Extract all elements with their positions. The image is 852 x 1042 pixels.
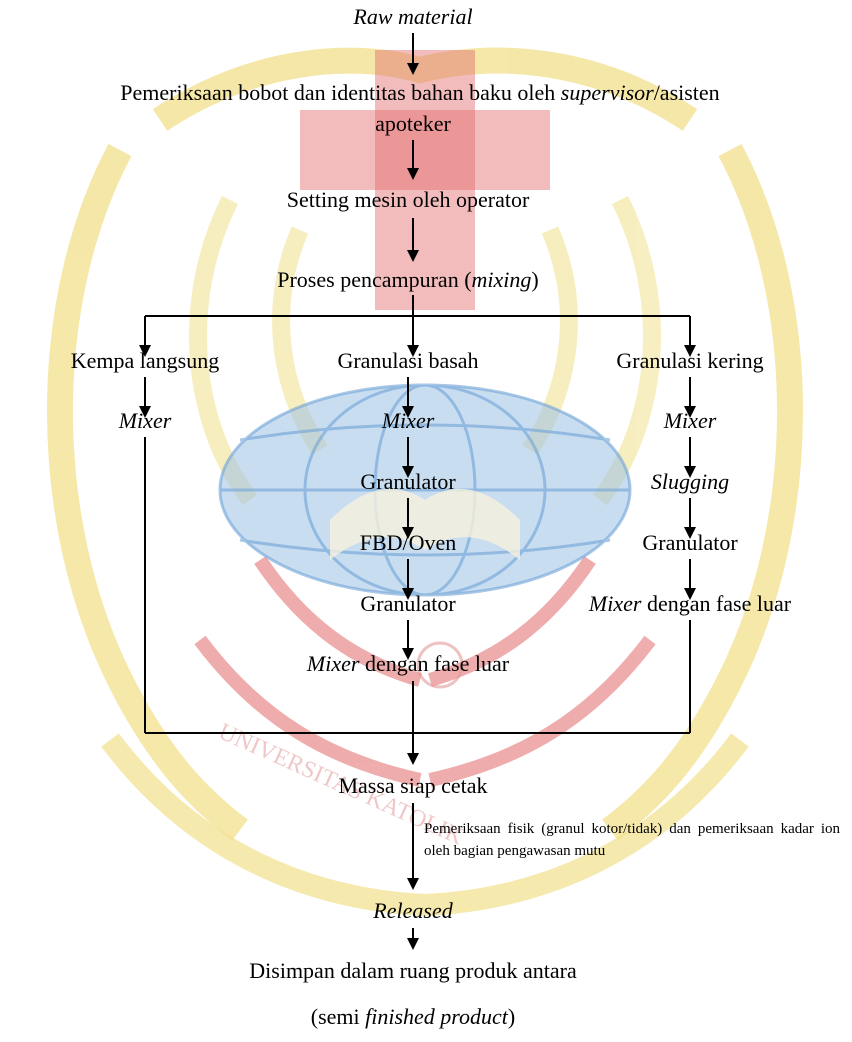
semi-open-text: (semi [310, 1004, 366, 1029]
storage-node: Disimpan dalam ruang produk antara [249, 958, 577, 983]
arrow-check-to-setting-head [407, 168, 419, 180]
arrow-ready-mass-to-released-head [407, 878, 419, 890]
ready-mass-node: Massa siap cetak [338, 773, 488, 798]
arrow-right-granulator-to-final-head [684, 588, 696, 600]
machine-setting-node: Setting mesin oleh operator [286, 187, 530, 212]
center-mixer-node: Mixer [381, 408, 435, 433]
check-text-prefix: Pemeriksaan bobot dan identitas bahan ba… [120, 80, 561, 105]
arrow-center-mixer-to-granulator-head [402, 466, 414, 478]
semi-finished-node: (semi finished product) [311, 1004, 516, 1030]
semi-close-text: ) [507, 1004, 516, 1029]
fbd-oven-node: FBD/Oven [359, 530, 457, 555]
slugging-node: Slugging [650, 469, 730, 494]
arrow-to-dry-granulation-head [684, 345, 696, 357]
mixing-text-prefix: Proses pencampuran ( [277, 267, 472, 292]
weight-identity-check-line2: apoteker [375, 111, 451, 136]
mixing-text-italic: mixing [471, 267, 532, 292]
arrow-slugging-to-granulator-head [684, 527, 696, 539]
weight-identity-check-node: Pemeriksaan bobot dan identitas bahan ba… [120, 80, 719, 106]
semi-italic-text: finished product [365, 1004, 508, 1029]
right-final-mixer-rest: dengan fase luar [641, 591, 792, 616]
seal-cross-vertical [375, 50, 475, 310]
seal-book [330, 488, 520, 560]
arrow-right-mixer-to-slugging-head [684, 466, 696, 478]
seal-globe-lines [218, 383, 632, 597]
arrow-center-to-mixer-head [402, 406, 414, 418]
arrow-merge-to-ready-mass-head [407, 753, 419, 765]
mixing-process-node: Proses pencampuran (mixing) [277, 267, 539, 293]
arrow-center-granulator-to-final-head [402, 648, 414, 660]
arrow-to-direct-compression-head [139, 345, 151, 357]
arrow-setting-to-mixing-head [407, 250, 419, 262]
seal-outer-petals [47, 47, 803, 841]
center-final-mixer-italic: Mixer [306, 651, 360, 676]
wet-granulation-node: Granulasi basah [337, 348, 479, 373]
seal-cross-horizontal [300, 110, 550, 190]
arrow-center-granulator-to-fbd-head [402, 527, 414, 539]
arrow-right-to-mixer-head [684, 406, 696, 418]
right-final-mixer-italic: Mixer [588, 591, 642, 616]
arrow-released-to-storage-head [407, 938, 419, 950]
arrow-fbd-to-granulator-head [402, 588, 414, 600]
center-final-mixer-rest: dengan fase luar [359, 651, 510, 676]
center-granulator-node-2: Granulator [360, 591, 456, 616]
center-granulator-node-1: Granulator [360, 469, 456, 494]
check-text-suffix: /asisten [653, 80, 720, 105]
check-text-italic: supervisor [560, 80, 654, 105]
direct-compression-node: Kempa langsung [70, 348, 220, 373]
raw-material-node: Raw material [353, 4, 473, 29]
right-mixer-node: Mixer [663, 408, 717, 433]
center-final-mixer-node: Mixer dengan fase luar [307, 651, 509, 677]
dry-granulation-node: Granulasi kering [616, 348, 764, 373]
left-mixer-node: Mixer [118, 408, 172, 433]
seal-bottom-band [101, 733, 749, 917]
arrow-to-wet-granulation-head [407, 345, 419, 357]
right-final-mixer-node: Mixer dengan fase luar [589, 591, 791, 617]
right-granulator-node: Granulator [642, 530, 738, 555]
released-node: Released [373, 898, 453, 923]
seal-lamp [416, 641, 464, 689]
quality-control-note: Pemeriksaan fisik (granul kotor/tidak) d… [424, 821, 840, 859]
arrow-raw-to-check-head [407, 63, 419, 75]
mixing-text-suffix: ) [531, 267, 539, 292]
arrow-left-to-mixer-head [139, 406, 151, 418]
